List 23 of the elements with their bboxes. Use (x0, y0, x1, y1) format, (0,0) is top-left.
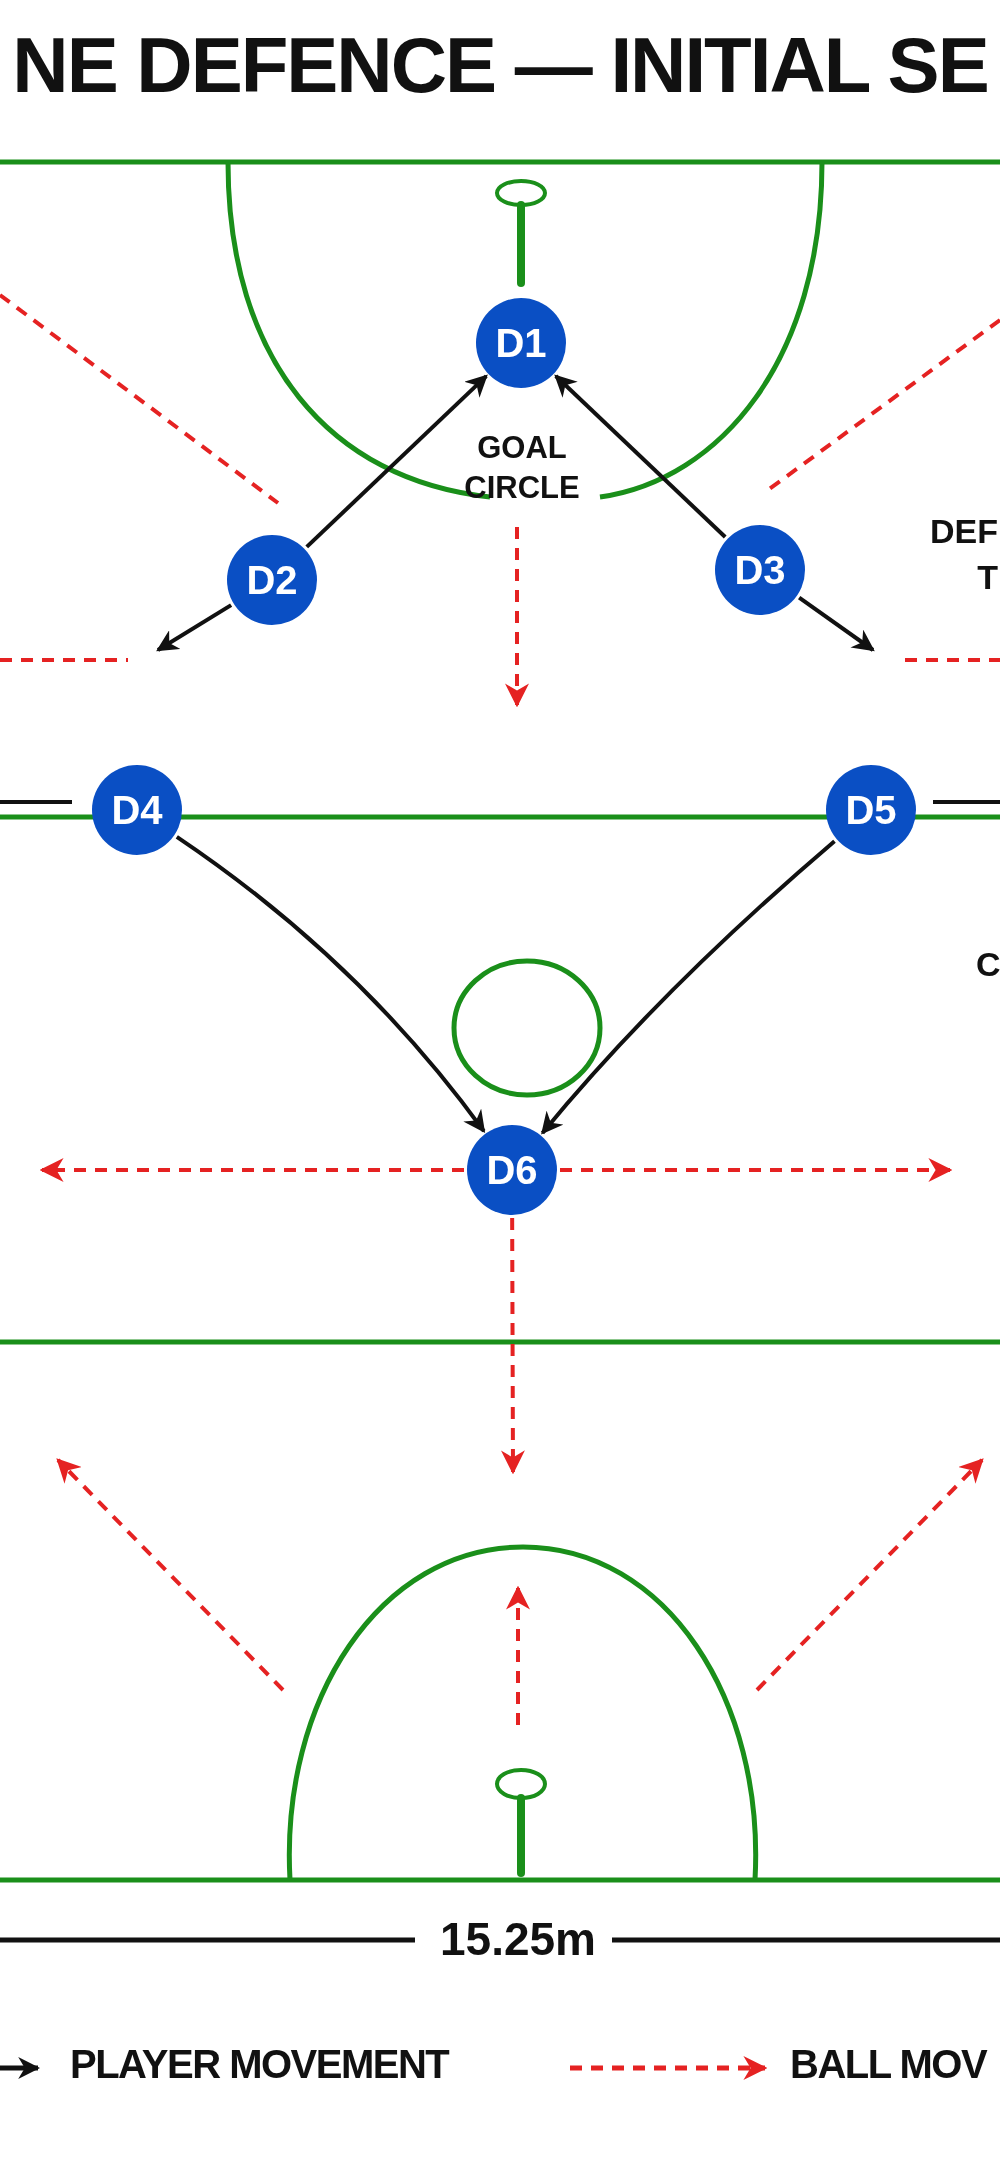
movement-arrow (39, 1158, 464, 1182)
movement-arrow (500, 1218, 525, 1475)
player-label: D2 (246, 557, 298, 603)
movement-arrow (554, 374, 727, 539)
movement-arrow (305, 374, 488, 549)
player-label: D6 (486, 1147, 538, 1193)
legend-label: PLAYER MOVEMENT (70, 2042, 449, 2087)
movement-arrow (175, 835, 486, 1133)
movement-arrow (540, 839, 836, 1135)
movement-arrow (560, 1158, 953, 1182)
movement-arrow (798, 596, 875, 652)
movement-arrow (156, 603, 233, 652)
player-label: D5 (845, 787, 897, 833)
player-label: D3 (734, 547, 786, 593)
dimension-label: 15.25m (440, 1912, 596, 1966)
player-label: D4 (111, 787, 163, 833)
zone-label: DEF T (929, 511, 998, 598)
player-label: D1 (495, 320, 547, 366)
player-marker (476, 298, 566, 388)
legend-label: BALL MOV (790, 2042, 987, 2087)
area-label: GOAL CIRCLE (463, 429, 581, 507)
title: NE DEFENCE — INITIAL SE (11, 20, 989, 111)
zone-label: C (976, 945, 1000, 984)
